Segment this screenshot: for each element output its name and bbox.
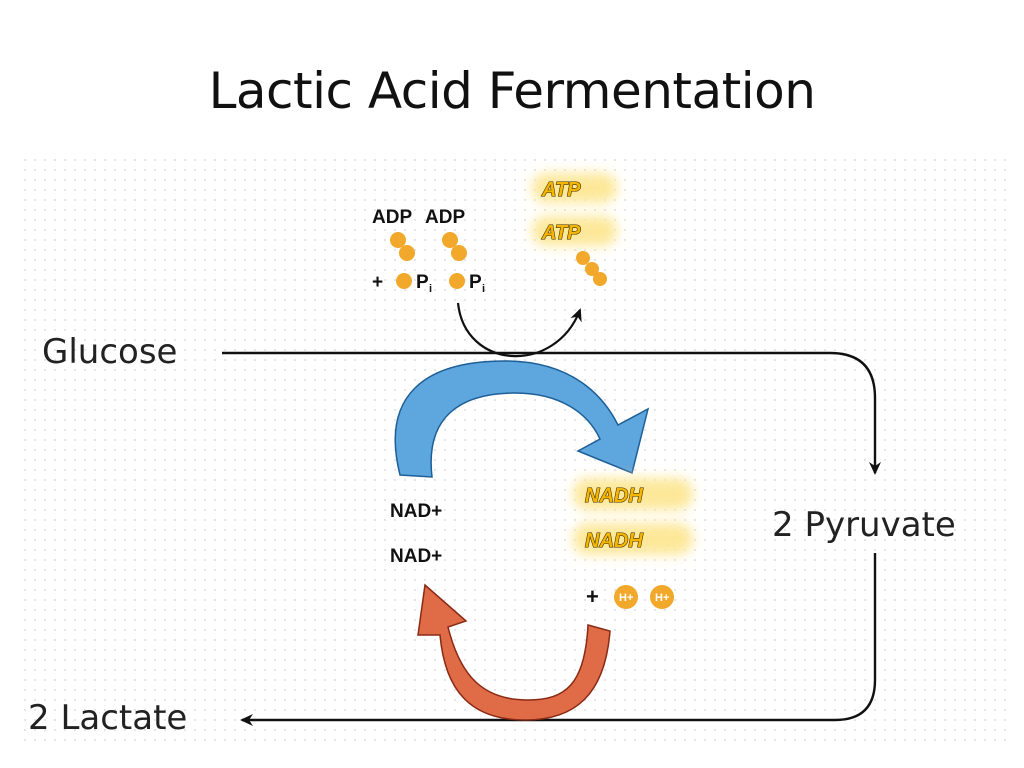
dot-grid-background [20,155,1010,745]
nad-label-1: NAD+ [390,501,442,522]
atp-badge-1: ATP [532,173,617,203]
hydrogen-ion-1 [614,585,638,609]
adp-phosphate-chain-2 [442,232,467,261]
nadh-label-2: NADH [585,530,643,552]
atp-badge-2: ATP [532,216,617,246]
diagram-canvas: Glucose 2 Pyruvate 2 Lactate ADP ADP + P… [20,155,1010,745]
hplus-label-1: H+ [619,592,633,604]
pi-subscript-1: i [429,283,432,295]
red-curved-arrow [417,583,611,721]
lactate-label: 2 Lactate [28,698,187,738]
pi-label-2: P [469,272,482,293]
adp-phosphate-chain-1 [390,232,415,261]
adp-label-2: ADP [425,207,465,228]
plus-sign-hplus: + [586,584,599,609]
nad-label-2: NAD+ [390,546,442,567]
phosphate-dot-1 [396,273,412,289]
pi-label-1: P [416,272,429,293]
adp-label-1: ADP [372,207,412,228]
phosphate-dot-2 [449,273,465,289]
plus-sign-pi: + [372,272,383,293]
pi-subscript-2: i [482,283,485,295]
glucose-to-pyruvate-arrow [222,351,881,475]
atp-formation-arrow [456,302,582,358]
pyruvate-to-lactate-arrow [240,553,877,726]
nadh-label-1: NADH [585,485,643,507]
blue-curved-arrow [394,360,650,478]
page-title: Lactic Acid Fermentation [208,62,816,120]
nadh-badge-2: NADH [573,523,693,555]
atp-label-1: ATP [541,179,581,201]
atp-label-2: ATP [541,222,581,244]
hydrogen-ion-2 [650,585,674,609]
atp-phosphate-chain [576,251,607,286]
pyruvate-label: 2 Pyruvate [772,505,956,545]
fermentation-diagram: Glucose 2 Pyruvate 2 Lactate ADP ADP + P… [20,155,1010,745]
nadh-badge-1: NADH [573,478,693,510]
hplus-label-2: H+ [655,592,669,604]
glucose-label: Glucose [42,332,177,372]
